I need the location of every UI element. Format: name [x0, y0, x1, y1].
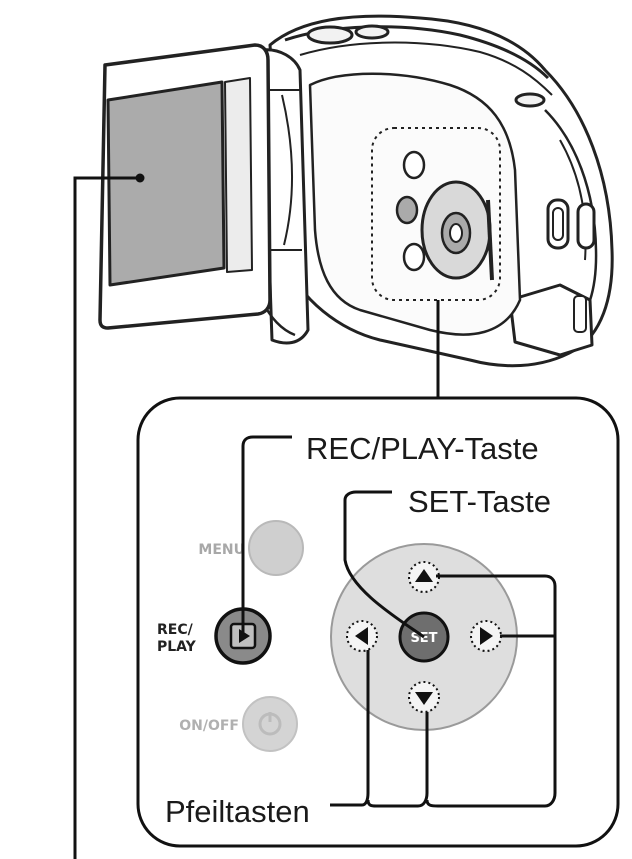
- rec-play-button-label-line1: REC/: [157, 622, 194, 638]
- set-key-label: SET-Taste: [408, 484, 551, 519]
- arrow-left-button[interactable]: [347, 621, 377, 651]
- arrow-right-button[interactable]: [471, 621, 501, 651]
- rec-play-button-label-line2: PLAY: [157, 639, 197, 655]
- arrow-keys-label: Pfeiltasten: [165, 794, 310, 829]
- rec-play-key-label: REC/PLAY-Taste: [306, 431, 539, 466]
- arrow-down-button[interactable]: [409, 682, 439, 712]
- on-off-button[interactable]: [243, 697, 297, 751]
- menu-button[interactable]: [249, 521, 303, 575]
- menu-button-label: MENU: [198, 542, 245, 558]
- lcd-monitor: [100, 45, 270, 328]
- set-button-label: SET: [410, 631, 437, 646]
- arrow-up-button[interactable]: [409, 562, 439, 592]
- on-off-button-label: ON/OFF: [179, 718, 239, 734]
